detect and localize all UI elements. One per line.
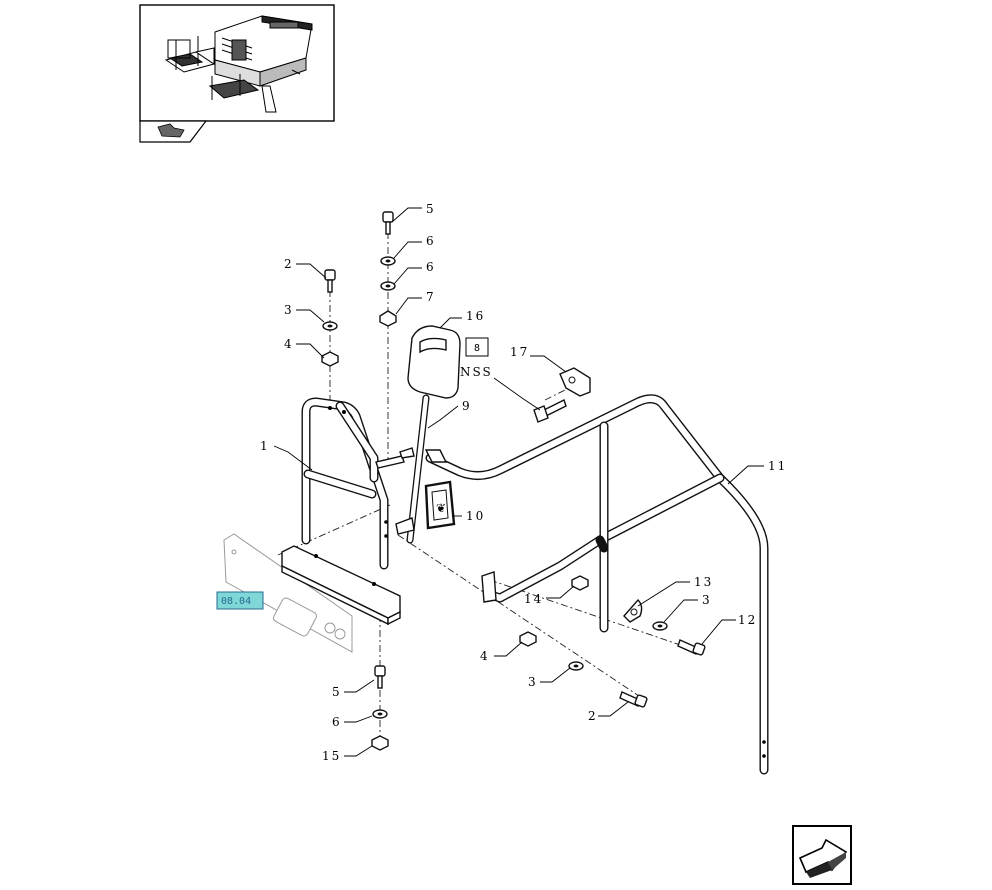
overview-thumbnail[interactable] <box>139 4 335 143</box>
callout-6-bottom: 6 <box>332 715 342 729</box>
handle-frame <box>281 397 405 626</box>
side-panel <box>223 533 353 653</box>
callout-5-top: 5 <box>426 202 436 216</box>
callout-4-top: 4 <box>284 337 294 351</box>
bolt-nss <box>533 399 567 423</box>
callout-14: 14 <box>524 592 543 606</box>
reference-link-label[interactable]: 08.04 <box>221 596 251 607</box>
callout-2-top: 2 <box>284 257 294 271</box>
callout-2-bottom: 2 <box>588 709 598 723</box>
callout-8: 8 <box>474 343 480 354</box>
machine-overview-icon <box>164 15 313 113</box>
callout-labels: 2 3 4 5 6 6 7 16 8 NSS 17 1 9 10 11 13 1… <box>260 202 787 763</box>
callout-16: 16 <box>466 309 485 323</box>
callout-17: 17 <box>510 345 529 359</box>
guard-rail <box>424 394 769 775</box>
hardware-bottom-left <box>371 665 389 751</box>
clamp <box>559 367 591 397</box>
callout-1: 1 <box>260 439 270 453</box>
previous-page-arrow-icon <box>157 123 185 138</box>
hardware-top-left <box>321 269 339 367</box>
next-page-arrow-icon <box>798 838 848 878</box>
mirror <box>407 325 461 399</box>
callout-12: 12 <box>738 613 757 627</box>
mirror-stem <box>395 394 430 544</box>
callout-nss: NSS <box>460 365 493 379</box>
callout-7: 7 <box>426 290 436 304</box>
hardware-top-center <box>379 211 397 327</box>
reference-link-08-04[interactable]: 08.04 <box>216 591 264 610</box>
callout-3-bottom: 3 <box>528 675 538 689</box>
callout-6-a: 6 <box>426 234 436 248</box>
callout-3-right: 3 <box>702 593 712 607</box>
callout-10: 10 <box>466 509 485 523</box>
leader-lines <box>273 207 764 757</box>
callout-11: 11 <box>768 459 787 473</box>
callout-6-b: 6 <box>426 260 436 274</box>
callout-3-top: 3 <box>284 303 294 317</box>
callout-9: 9 <box>462 399 472 413</box>
callout-15: 15 <box>322 749 341 763</box>
callout-8-box: 8 <box>465 337 489 357</box>
small-mirror: ❦ <box>424 480 456 530</box>
callout-4-bottom: 4 <box>480 649 490 663</box>
hardware-bottom-right <box>519 575 706 708</box>
next-page-button[interactable] <box>792 825 852 885</box>
callout-13: 13 <box>694 575 713 589</box>
svg-text:❦: ❦ <box>436 501 446 515</box>
callout-5-bottom: 5 <box>332 685 342 699</box>
